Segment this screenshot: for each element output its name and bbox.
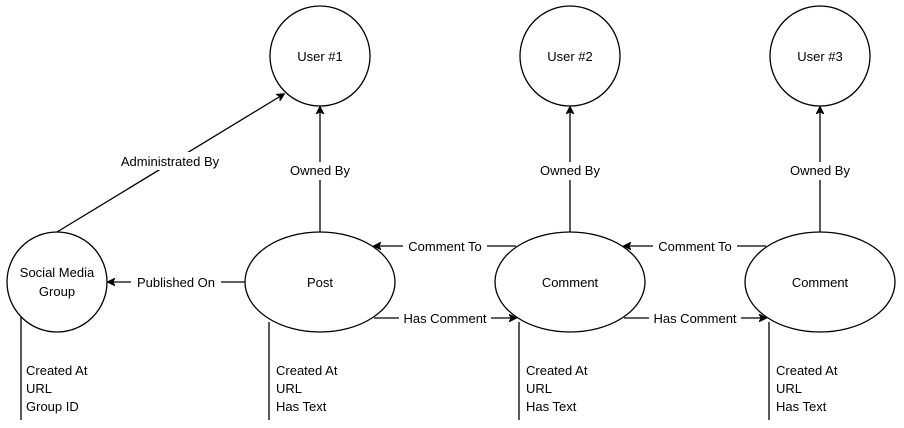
edge-label-published-on: Published On — [137, 275, 215, 290]
edge-comment-to-comment[interactable]: Comment To — [624, 237, 766, 255]
node-comment-2[interactable]: Comment — [744, 231, 896, 333]
edge-label-comment-to-post: Comment To — [408, 239, 481, 254]
node-label-user-2: User #2 — [547, 49, 593, 64]
attributes-comment-1: Created At URL Has Text — [526, 363, 588, 414]
edge-has-comment-comment[interactable]: Has Comment — [624, 309, 766, 327]
node-label-group-line-2: Group — [39, 284, 75, 299]
edge-label-has-comment-comment: Has Comment — [653, 311, 736, 326]
edge-label-comment2-owned-by: Owned By — [790, 163, 850, 178]
attribute-item: Has Text — [526, 399, 577, 414]
node-user-3[interactable]: User #3 — [769, 5, 871, 107]
attribute-item: Created At — [26, 363, 88, 378]
node-label-group-line-1: Social Media — [20, 265, 95, 280]
node-label-post: Post — [307, 275, 333, 290]
node-user-1[interactable]: User #1 — [269, 5, 371, 107]
attributes-group: Created At URL Group ID — [26, 363, 88, 414]
edge-label-administrated-by: Administrated By — [121, 154, 220, 169]
edge-label-has-comment-post: Has Comment — [403, 311, 486, 326]
edge-administrated-by[interactable]: Administrated By — [56, 94, 284, 233]
attribute-item: URL — [26, 381, 52, 396]
node-social-media-group[interactable]: Social Media Group — [6, 231, 108, 333]
attribute-item: URL — [776, 381, 802, 396]
edge-comment1-owned-by[interactable]: Owned By — [534, 107, 606, 232]
node-user-2[interactable]: User #2 — [519, 5, 621, 107]
attribute-item: Group ID — [26, 399, 79, 414]
edge-label-comment-to-comment: Comment To — [658, 239, 731, 254]
edge-published-on[interactable]: Published On — [108, 273, 245, 291]
attribute-item: Created At — [526, 363, 588, 378]
edge-post-owned-by[interactable]: Owned By — [284, 107, 356, 232]
attribute-item: URL — [526, 381, 552, 396]
node-label-user-3: User #3 — [797, 49, 843, 64]
attribute-item: Has Text — [276, 399, 327, 414]
attribute-item: Created At — [776, 363, 838, 378]
attribute-item: URL — [276, 381, 302, 396]
attribute-item: Has Text — [776, 399, 827, 414]
edge-label-post-owned-by: Owned By — [290, 163, 350, 178]
attribute-item: Created At — [276, 363, 338, 378]
edge-label-comment1-owned-by: Owned By — [540, 163, 600, 178]
node-post[interactable]: Post — [244, 231, 396, 333]
attributes-comment-2: Created At URL Has Text — [776, 363, 838, 414]
node-label-comment-2: Comment — [792, 275, 849, 290]
edge-comment-to-post[interactable]: Comment To — [374, 237, 516, 255]
attributes-post: Created At URL Has Text — [276, 363, 338, 414]
node-label-comment-1: Comment — [542, 275, 599, 290]
node-comment-1[interactable]: Comment — [494, 231, 646, 333]
node-label-user-1: User #1 — [297, 49, 343, 64]
edge-has-comment-post[interactable]: Has Comment — [374, 309, 516, 327]
edge-comment2-owned-by[interactable]: Owned By — [784, 107, 856, 232]
